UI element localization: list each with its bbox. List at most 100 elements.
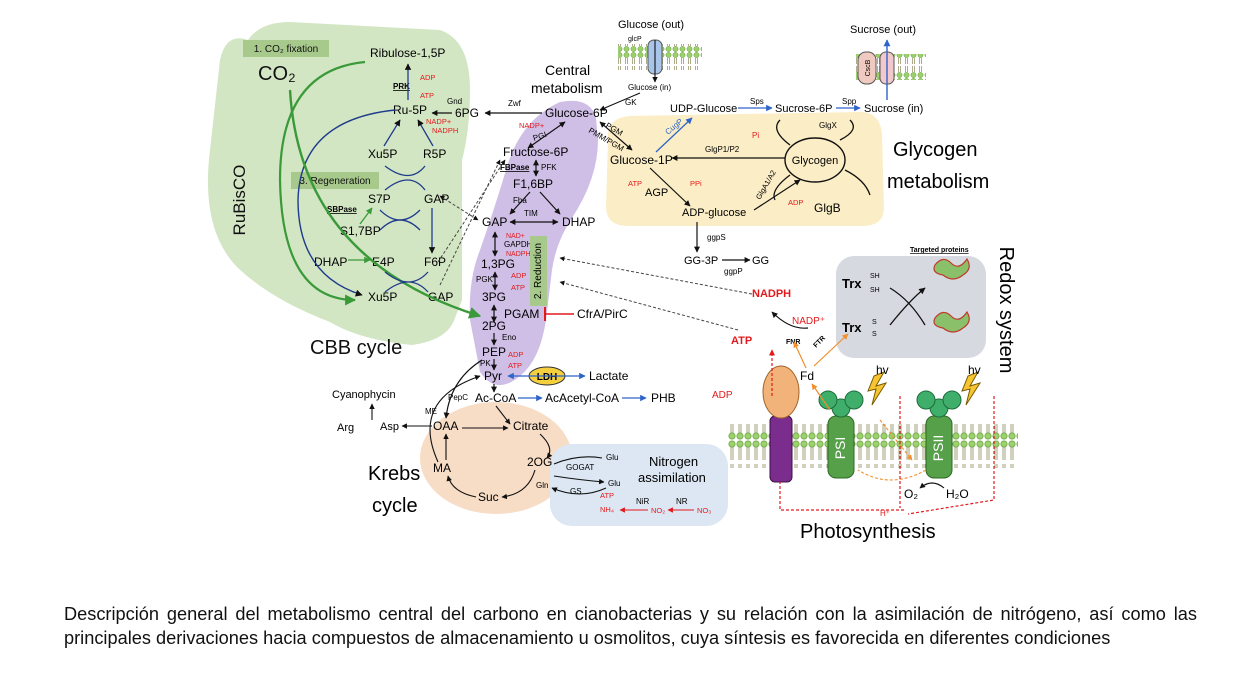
gnd-enzyme: Gnd	[447, 97, 462, 106]
f6p-link	[437, 159, 506, 263]
pgk-atp: ATP	[511, 283, 525, 292]
s17bp-s7p-arrow	[359, 207, 373, 225]
co2-label: CO₂	[258, 63, 296, 85]
13bpg: 1,3PG	[481, 257, 515, 271]
adp-photo: ADP	[712, 390, 733, 401]
rubisco-arc	[288, 89, 482, 319]
fbpase-enzyme: FBPase	[500, 163, 530, 172]
no2: NO₂	[651, 506, 665, 515]
sps-enzyme: Sps	[750, 97, 764, 106]
phb: PHB	[651, 391, 676, 405]
s7p: S7P	[368, 192, 391, 206]
redox-region	[836, 256, 986, 358]
adp-glucose: ADP-glucose	[682, 207, 746, 219]
transketolase-bot	[384, 271, 429, 293]
fba-enzyme: Fba	[513, 196, 527, 205]
agp-ppi: PPi	[690, 179, 702, 188]
csce-label: CscB	[865, 59, 872, 76]
pgam-enzyme: PGAM	[504, 307, 539, 321]
g6p-g1p-arrow	[599, 121, 633, 151]
gs-arrow	[551, 487, 607, 495]
transketolase-top	[384, 165, 426, 191]
eno-enzyme: Eno	[502, 333, 517, 342]
g6p-f6p-arrow	[527, 121, 566, 149]
rubisco-label: RuBisCO	[230, 165, 249, 236]
glycogen-label: Glycogen	[792, 155, 838, 167]
lightning-2	[961, 371, 982, 406]
f16bp-gap-arrow	[509, 191, 531, 215]
ggpp-enzyme: ggpP	[724, 267, 743, 276]
ppp-nadph: NADPH	[432, 126, 458, 135]
nadp-photo: NADP⁺	[792, 316, 825, 327]
atp-photo: ATP	[731, 335, 752, 347]
gg-3p: GG-3P	[684, 255, 718, 267]
glucose-6p: Glucose-6P	[545, 106, 608, 120]
gogat-enzyme: GOGAT	[566, 463, 594, 472]
ggps-enzyme: ggpS	[707, 233, 726, 242]
gg: GG	[752, 255, 769, 267]
atp-synthase-stalk	[769, 415, 793, 483]
gs-atp: ATP	[600, 491, 614, 500]
pk-adp: ADP	[508, 350, 523, 359]
ppp-nadp1: NADP+	[426, 117, 452, 126]
krebs-label-1: Krebs	[368, 463, 420, 485]
gap-gap-link2	[439, 159, 501, 286]
2og-suc-arrow	[501, 469, 536, 500]
citrate: Citrate	[513, 419, 549, 433]
glgx-enzyme: GlgX	[819, 121, 837, 130]
central-title-2: metabolism	[531, 80, 603, 96]
me-enzyme: ME	[425, 407, 437, 416]
zwf-enzyme: Zwf	[508, 99, 522, 108]
hv-1: hv	[876, 363, 889, 377]
pk-enzyme: PK	[480, 359, 491, 368]
suc-ma-arrow	[446, 475, 477, 498]
agp-atp: ATP	[628, 179, 642, 188]
psi-fd-arrow	[811, 383, 831, 411]
redox-title: Redox system	[995, 247, 1017, 374]
nr-enzyme: NR	[676, 497, 688, 506]
lightning-1	[867, 371, 888, 406]
pyr: Pyr	[484, 369, 502, 383]
o2: O₂	[904, 487, 918, 501]
xu5p-top: Xu5P	[368, 147, 397, 161]
ma: MA	[433, 461, 451, 475]
psi-label: PSI	[832, 437, 848, 460]
sbpase-enzyme: SBPase	[327, 205, 357, 214]
suc: Suc	[478, 490, 499, 504]
trx-exchange	[889, 288, 925, 326]
trx-sh-2: SH	[870, 287, 880, 294]
gs-enzyme: GS	[570, 487, 582, 496]
glgb-enzyme: GlgB	[814, 201, 841, 215]
pep-oaa-arrow	[443, 359, 483, 419]
prk-atp: ATP	[420, 91, 434, 100]
f16bp: F1,6BP	[513, 177, 553, 191]
glycogen-title-2: metabolism	[887, 171, 989, 193]
fnr-enzyme: FNR	[786, 339, 800, 346]
co2-fixation-label: 1. CO₂ fixation	[254, 44, 318, 55]
lactate: Lactate	[589, 369, 629, 383]
s17bp: S1,7BP	[340, 224, 381, 238]
acacetyl-coa: AcAcetyl-CoA	[545, 391, 619, 405]
water-split-arrow	[919, 482, 945, 489]
no3: NO₃	[697, 506, 711, 515]
h2o: H₂O	[946, 487, 969, 501]
atp-pgk-link	[559, 280, 739, 331]
regeneration-label: 3. Regeneration	[299, 176, 370, 187]
2og: 2OG	[527, 455, 552, 469]
citrate-2og-arrow	[539, 433, 553, 459]
csce-transporter	[857, 51, 877, 85]
fructose-6p: Fructose-6P	[503, 145, 568, 159]
nitrogen-title-1: Nitrogen	[649, 454, 698, 469]
gap-central: GAP	[482, 215, 507, 229]
tim-enzyme: TIM	[524, 209, 538, 218]
f6p-cbb: F6P	[424, 255, 446, 269]
cbb-loop-arc	[297, 109, 396, 297]
gln: Gln	[536, 481, 548, 490]
central-title-1: Central	[545, 62, 590, 78]
pgk-enzyme: PGK	[476, 275, 494, 284]
aldolase-mid	[379, 209, 421, 231]
fd-fnr-arrow	[793, 341, 807, 369]
psii-label: PSII	[930, 435, 946, 461]
r5p: R5P	[423, 147, 446, 161]
cbb-cycle-label: CBB cycle	[310, 337, 402, 359]
